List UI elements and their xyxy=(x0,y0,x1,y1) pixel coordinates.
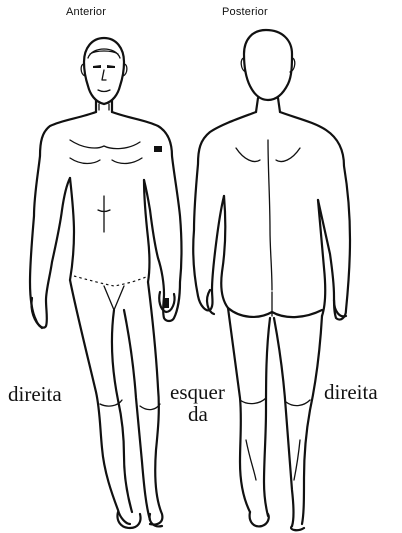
anterior-knees xyxy=(100,400,160,410)
anterior-figure xyxy=(30,38,182,528)
left-label-line2: da xyxy=(188,404,208,425)
anterior-shoulder-mark xyxy=(154,146,162,152)
anterior-nose xyxy=(102,70,106,80)
anterior-left-eye xyxy=(93,65,101,68)
posterior-right-label: direita xyxy=(324,382,378,403)
posterior-figure xyxy=(193,30,350,530)
posterior-feet xyxy=(250,512,304,530)
anterior-right-leg xyxy=(124,310,150,520)
posterior-right-side xyxy=(280,112,350,320)
posterior-spine xyxy=(268,140,272,290)
anterior-hair xyxy=(88,49,120,58)
posterior-knees xyxy=(240,398,310,406)
anterior-right-label: direita xyxy=(8,384,62,405)
posterior-left-leg xyxy=(228,308,250,512)
posterior-right-leg xyxy=(274,318,294,526)
anterior-left-side xyxy=(30,112,96,328)
anterior-mouth xyxy=(98,90,110,92)
anterior-left-hand xyxy=(31,298,42,328)
anterior-pelvis-line xyxy=(74,276,148,286)
posterior-buttocks xyxy=(228,308,322,317)
anterior-chest xyxy=(70,140,140,149)
anterior-abdomen xyxy=(98,196,110,232)
posterior-head xyxy=(244,30,292,100)
left-label-line1: esquer xyxy=(170,382,225,403)
anterior-right-eye xyxy=(107,65,115,68)
